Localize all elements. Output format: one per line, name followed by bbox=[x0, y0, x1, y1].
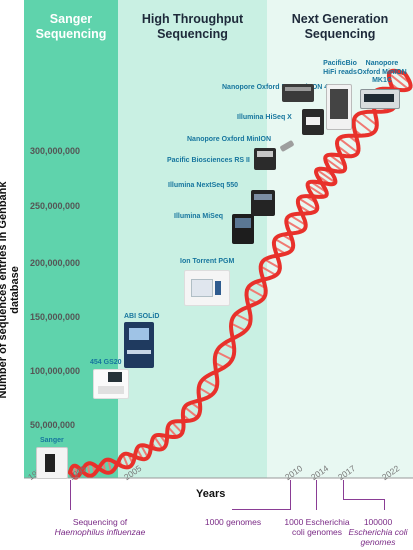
helix-rung bbox=[360, 112, 378, 126]
milestone-text: Sequencing of bbox=[72, 517, 128, 527]
era-title-line: Sequencing bbox=[35, 27, 107, 41]
era-title-line: Sequencing bbox=[304, 27, 376, 41]
milestone-1995: Sequencing of Haemophilus influenzae bbox=[40, 517, 160, 537]
instrument-label-sanger: Sanger bbox=[40, 437, 64, 444]
instrument-label-pacific-biosciences-rs-ii: Pacific Biosciences RS II bbox=[167, 157, 250, 164]
instrument-label-nanopore-minion: Nanopore Oxford MinION bbox=[187, 136, 271, 143]
illumina-miseq-image bbox=[232, 214, 254, 244]
instrument-label-abi-solid: ABI SOLiD bbox=[124, 313, 160, 320]
pacbio-hifi-sequel-image bbox=[326, 84, 352, 130]
milestone-connector bbox=[316, 480, 317, 510]
instrument-label-pacbio-hifi: PacificBio HiFi reads bbox=[323, 60, 357, 76]
helix-rung bbox=[122, 454, 130, 468]
helix-rung bbox=[230, 322, 247, 332]
454-gs20-image bbox=[93, 369, 129, 399]
helix-rung bbox=[316, 168, 336, 184]
helix-rung bbox=[171, 421, 183, 434]
instrument-label-illumina-hiseq-x: Illumina HiSeq X bbox=[237, 114, 292, 121]
milestone-2010: 1000 genomes bbox=[198, 517, 268, 527]
pacbio-rs-ii-image bbox=[254, 148, 276, 170]
era-title-high-throughput: High Throughput Sequencing bbox=[118, 12, 267, 42]
helix-rung bbox=[140, 444, 149, 458]
helix-rung bbox=[274, 238, 293, 251]
milestone-connector bbox=[343, 499, 384, 500]
helix-rung bbox=[198, 386, 212, 397]
y-tick-label: 250,000,000 bbox=[30, 201, 81, 211]
helix-rung bbox=[153, 435, 164, 450]
helix-rung bbox=[338, 137, 359, 154]
sanger-sequencer-image bbox=[36, 447, 68, 479]
helix-strand-a bbox=[68, 71, 413, 480]
instrument-label-text: Nanopore Oxford PromethION 48 bbox=[222, 84, 333, 91]
y-tick-label: 150,000,000 bbox=[30, 312, 81, 322]
helix-rung bbox=[107, 459, 113, 473]
y-tick-label: 50,000,000 bbox=[30, 420, 76, 430]
instrument-label-illumina-miseq: Illumina MiSeq bbox=[174, 213, 224, 220]
illumina-hiseq-x-image bbox=[302, 109, 324, 135]
helix-rung bbox=[353, 117, 374, 135]
instrument-label-454-gs20: 454 GS20 bbox=[90, 359, 122, 366]
milestone-2017: 100000 Escherichia coli genomes bbox=[343, 517, 413, 547]
helix-rung bbox=[328, 153, 346, 168]
instrument-label-ion-torrent-pgm: Ion Torrent PGM bbox=[180, 258, 235, 265]
milestone-2014: 1000 Escherichia coli genomes bbox=[272, 517, 362, 537]
abi-solid-image bbox=[124, 322, 154, 368]
ion-torrent-pgm-image bbox=[184, 270, 230, 306]
y-tick-label: 200,000,000 bbox=[30, 258, 81, 268]
y-tick-label: 300,000,000 bbox=[30, 146, 81, 156]
instrument-label-nanopore-minion-mk1c: Nanopore Oxford MinION MK1C bbox=[357, 60, 407, 84]
illumina-nextseq-550-image bbox=[251, 190, 275, 216]
era-title-line: Sanger bbox=[49, 12, 93, 26]
y-axis-label: Number of sequences entries in Genbank d… bbox=[0, 181, 21, 399]
milestone-text: 1000 Escherichia bbox=[284, 517, 350, 527]
helix-rung bbox=[235, 313, 251, 323]
era-title-line: Next Generation bbox=[291, 12, 389, 26]
helix-rung bbox=[324, 157, 344, 172]
x-axis-label: Years bbox=[196, 488, 226, 500]
milestone-connector bbox=[384, 499, 385, 510]
helix-rung bbox=[260, 265, 277, 276]
helix-strand-b bbox=[68, 68, 407, 478]
milestone-text: 100000 bbox=[363, 517, 393, 527]
helix-rung bbox=[307, 184, 326, 198]
helix-rung bbox=[289, 214, 307, 226]
milestone-connector bbox=[232, 509, 291, 510]
milestone-connector bbox=[343, 480, 344, 500]
era-title-sanger: Sanger Sequencing bbox=[24, 12, 118, 42]
helix-rung bbox=[202, 378, 218, 388]
helix-rung bbox=[388, 72, 410, 90]
nanopore-minion-mk1c-image bbox=[360, 89, 400, 109]
era-title-line: Sequencing bbox=[157, 27, 228, 41]
instrument-label-illumina-nextseq-550: Illumina NextSeq 550 bbox=[168, 182, 239, 189]
milestone-connector bbox=[290, 480, 291, 510]
helix-rung bbox=[183, 406, 198, 418]
era-title-next-generation: Next Generation Sequencing bbox=[267, 12, 413, 42]
milestone-text: Escherichia coli genomes bbox=[348, 527, 408, 547]
helix-rung bbox=[264, 258, 281, 270]
milestone-connector bbox=[70, 480, 71, 510]
helix-rung bbox=[285, 220, 304, 232]
y-tick-label: 100,000,000 bbox=[30, 366, 81, 376]
era-title-line: High Throughput bbox=[141, 12, 244, 26]
helix-rung bbox=[215, 350, 233, 361]
milestone-text: Haemophilus influenzae bbox=[54, 527, 146, 537]
milestone-text: 1000 genomes bbox=[204, 517, 262, 527]
milestone-text: coli genomes bbox=[291, 527, 343, 537]
helix-rung bbox=[298, 197, 318, 211]
instrument-label-nanopore-promethion-48: Nanopore Oxford PromethION 48 bbox=[222, 84, 332, 93]
nanopore-promethion-image bbox=[282, 84, 314, 102]
